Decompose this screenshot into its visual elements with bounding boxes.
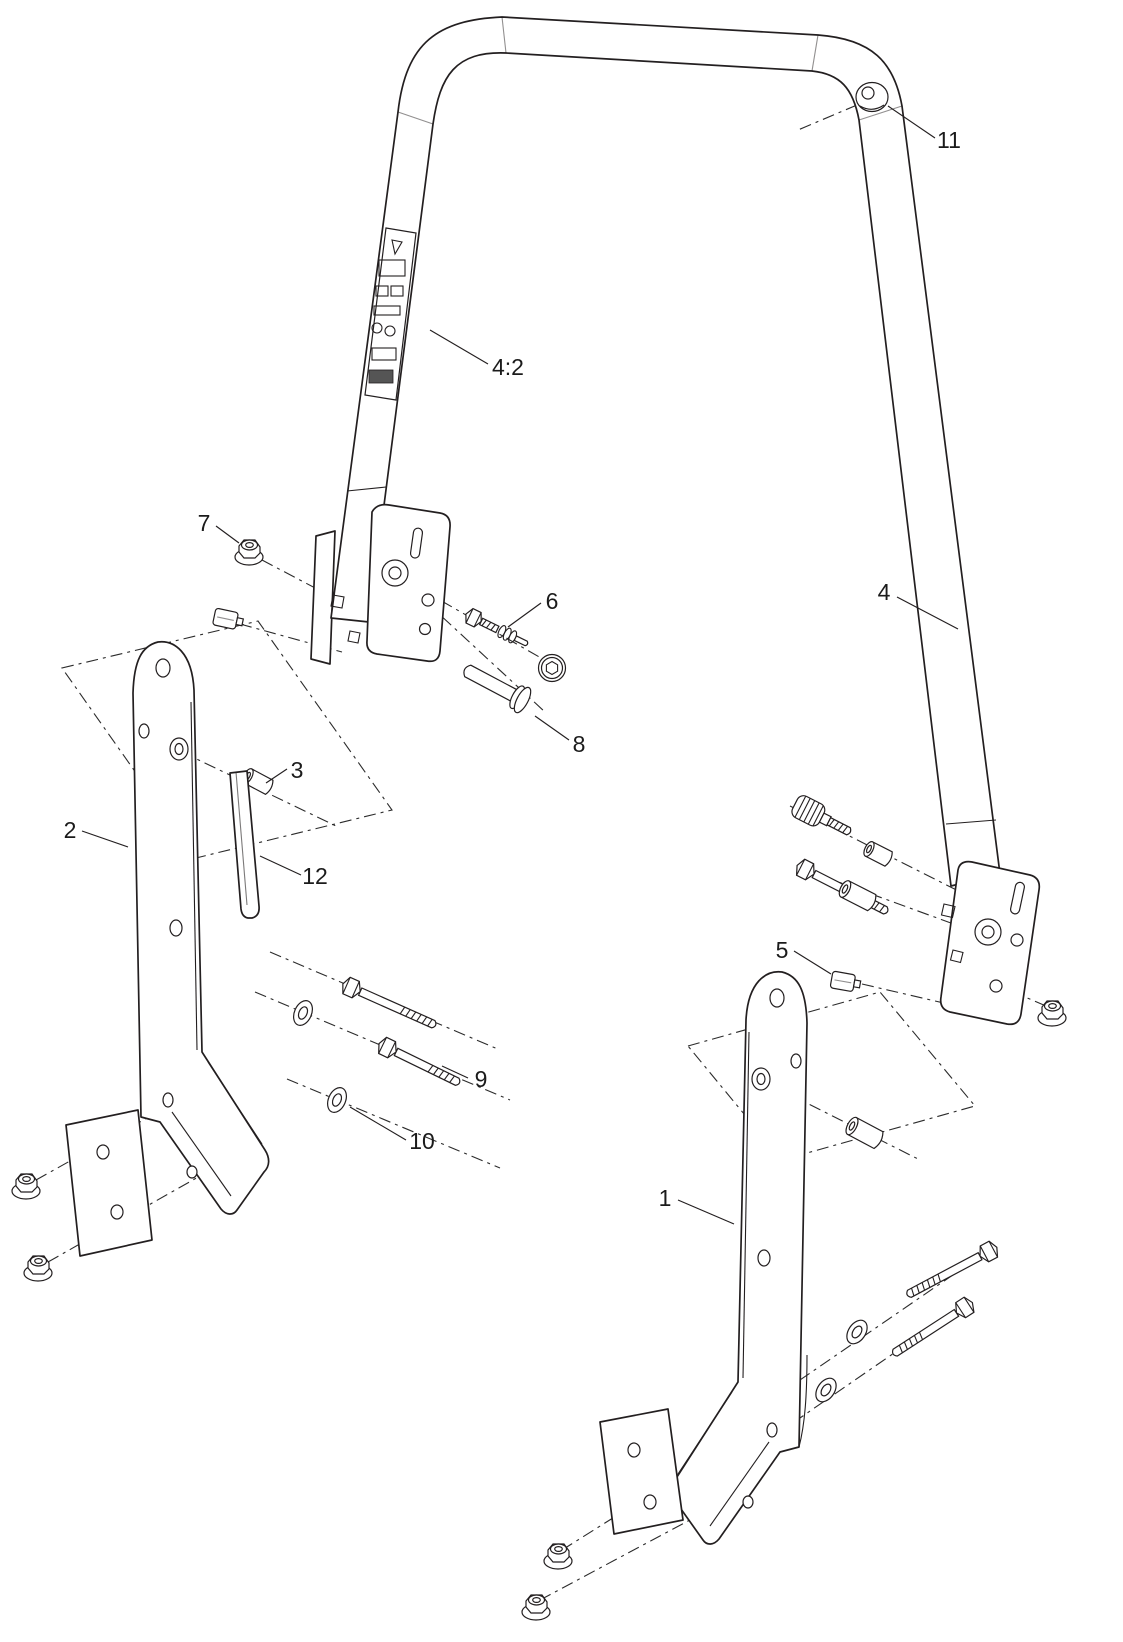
callout-4-label: 4 — [878, 579, 891, 605]
safety-decal — [364, 227, 417, 401]
square-plug — [829, 970, 862, 992]
socket-screw-head — [537, 653, 567, 683]
callout-10-label: 10 — [409, 1128, 435, 1154]
flange-nut — [543, 1543, 573, 1570]
flat-washer — [327, 1087, 347, 1113]
callout-3-label: 3 — [291, 757, 304, 783]
callout-6: 6 — [507, 588, 559, 628]
hex-bolt — [891, 1296, 975, 1357]
leader-line — [429, 329, 489, 365]
leader-line — [441, 1065, 469, 1079]
left-mounting-post — [132, 641, 270, 1215]
callout-2-label: 2 — [64, 817, 77, 843]
leader-line — [507, 602, 542, 628]
callout-3: 3 — [265, 757, 304, 784]
flat-washer — [815, 1377, 837, 1403]
left-pivot-bracket — [330, 503, 451, 663]
callout-12-label: 12 — [302, 863, 328, 889]
leader-line — [259, 855, 302, 876]
warning-triangle-icon — [391, 239, 403, 256]
flange-nut — [11, 1173, 41, 1200]
right-backing-plate — [599, 1408, 684, 1535]
spacer-tube — [838, 880, 877, 912]
callout-1: 1 — [659, 1185, 735, 1225]
callout-4: 4 — [878, 579, 959, 630]
left-bracket-ear-plate — [310, 530, 336, 665]
leader-line — [534, 715, 570, 741]
flat-washer — [846, 1319, 868, 1345]
spacer-tube — [863, 841, 893, 867]
callouts: 1 2 3 4 4:2 5 6 7 — [64, 105, 961, 1225]
leader-line — [215, 525, 240, 544]
callout-12: 12 — [259, 855, 328, 889]
left-backing-plate — [65, 1109, 153, 1257]
callout-9: 9 — [441, 1065, 488, 1092]
knob-bolt — [791, 795, 852, 836]
alignment-box-right — [687, 991, 976, 1161]
grommet — [855, 81, 889, 113]
alignment-box-left — [61, 620, 393, 859]
flange-nut — [1037, 1000, 1067, 1027]
leader-line — [265, 768, 288, 784]
spring-bolt — [465, 607, 529, 647]
leader-line — [793, 950, 832, 975]
flange-nut — [521, 1594, 551, 1621]
flat-washer — [293, 1000, 313, 1026]
strap — [229, 770, 260, 919]
pivot-bushing — [845, 1116, 884, 1150]
callout-7-label: 7 — [198, 510, 211, 536]
callout-7: 7 — [198, 510, 240, 544]
callout-2: 2 — [64, 817, 129, 848]
rollbar-hoop — [330, 16, 1001, 887]
leader-line — [896, 596, 959, 630]
callout-4-2-label: 4:2 — [492, 354, 524, 380]
callout-11: 11 — [887, 105, 961, 153]
callout-4-2: 4:2 — [429, 329, 524, 380]
callout-8: 8 — [534, 715, 586, 757]
callout-8-label: 8 — [573, 731, 586, 757]
square-plug — [212, 607, 245, 630]
callout-5-label: 5 — [776, 937, 789, 963]
hardware — [11, 81, 1067, 1621]
callout-10: 10 — [349, 1106, 435, 1154]
leader-line — [349, 1106, 407, 1141]
callout-5: 5 — [776, 937, 832, 975]
rollbar-tube — [330, 16, 1001, 887]
leader-line — [887, 105, 936, 139]
callout-1-label: 1 — [659, 1185, 672, 1211]
hex-bolt — [378, 1036, 461, 1086]
callout-9-label: 9 — [475, 1066, 488, 1092]
leader-line — [677, 1199, 735, 1225]
callout-11-label: 11 — [937, 127, 961, 153]
flange-nut — [234, 539, 264, 566]
hex-bolt — [906, 1240, 999, 1298]
callout-6-label: 6 — [546, 588, 559, 614]
right-mounting-post — [670, 971, 808, 1545]
flange-nut — [23, 1255, 53, 1282]
hex-bolt — [342, 976, 437, 1029]
right-pivot-bracket — [939, 860, 1041, 1026]
leader-line — [81, 830, 129, 848]
clevis-pin — [463, 664, 532, 714]
